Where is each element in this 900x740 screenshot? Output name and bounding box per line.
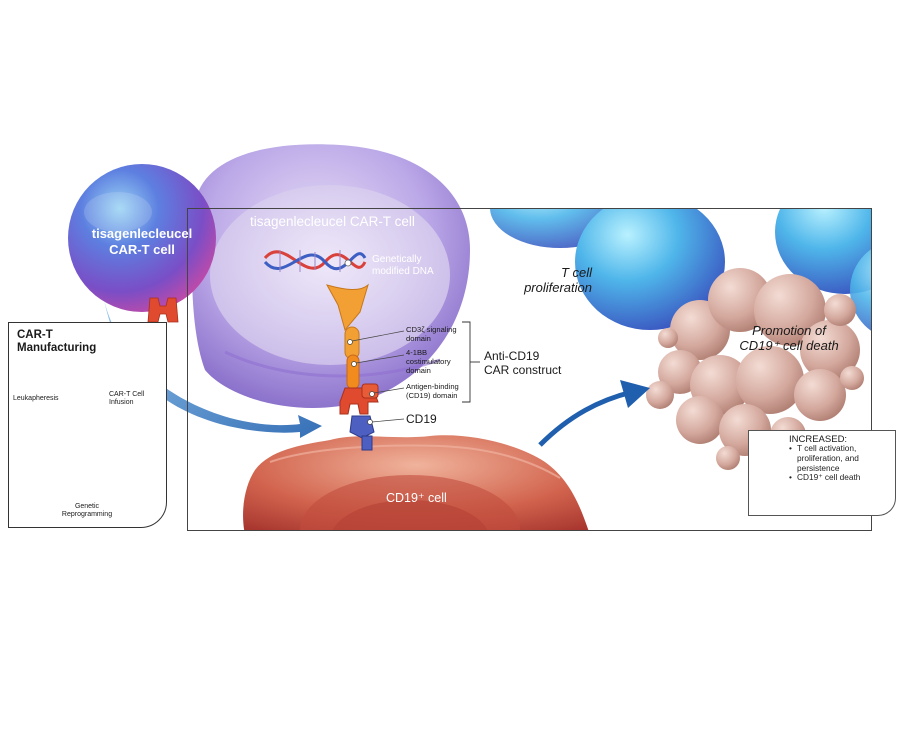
binding-line1: Antigen-binding <box>406 382 459 391</box>
leukapheresis-label: Leukapheresis <box>13 395 59 402</box>
construct-line1: Anti-CD19 <box>484 349 540 363</box>
car-construct-label: Anti-CD19 CAR construct <box>484 349 561 377</box>
target-cell-label: CD19⁺ cell <box>386 491 447 505</box>
increased-list: T cell activation, proliferation, and pe… <box>789 443 893 483</box>
death-line2: CD19⁺ cell death <box>739 338 839 353</box>
reprog-line2: Reprogramming <box>61 511 113 518</box>
reprogramming-label: Genetic Reprogramming <box>57 503 117 519</box>
signaling-line2: domain <box>406 334 431 343</box>
dna-label: Genetically modified DNA <box>372 254 434 278</box>
cd19-label: CD19 <box>406 412 437 426</box>
car-construct <box>339 321 480 451</box>
increased-box: INCREASED: T cell activation, proliferat… <box>748 430 896 516</box>
death-line1: Promotion of <box>752 323 826 338</box>
manufacturing-box: CAR-T Manufacturing Leukapheresis CAR-T … <box>8 322 167 528</box>
infusion-label: CAR-T Cell Infusion <box>109 391 144 407</box>
target-cell <box>243 435 589 530</box>
cart-cell-header: tisagenlecleucel CAR-T cell <box>250 214 415 229</box>
proliferation-line2: proliferation <box>524 280 592 295</box>
mechanism-panel <box>187 208 872 531</box>
cart-cell-label-line2: CAR-T cell <box>109 242 175 257</box>
cart-cell-small <box>68 164 216 323</box>
dna-helix-icon <box>263 250 367 272</box>
proliferation-line1: T cell <box>560 265 592 280</box>
cell-death-label: Promotion of CD19⁺ cell death <box>730 323 848 353</box>
costim-line1: 4-1BB <box>406 348 428 357</box>
dna-label-line2: modified DNA <box>372 266 434 277</box>
cart-cell-large <box>192 144 470 408</box>
increased-item-death: CD19⁺ cell death <box>789 473 893 483</box>
infusion-line1: CAR-T Cell <box>109 391 145 398</box>
expression-arrow-icon <box>325 283 369 332</box>
manufacturing-title-line2: Manufacturing <box>17 342 97 354</box>
manufacturing-title-line1: CAR-T <box>17 329 53 341</box>
signaling-domain-label: CD3ζ signaling domain <box>406 325 457 343</box>
proliferation-arrow <box>538 389 633 447</box>
infusion-line2: Infusion <box>109 399 134 406</box>
costim-line2: costimulatory <box>406 357 451 366</box>
cart-cell-small-label: tisagenlecleucel CAR-T cell <box>88 226 196 258</box>
construct-line2: CAR construct <box>484 363 562 377</box>
proliferation-label: T cell proliferation <box>514 265 592 295</box>
proliferating-t-cells <box>490 209 871 331</box>
cart-cell-label-line1: tisagenlecleucel <box>91 226 193 241</box>
signaling-line1: CD3ζ signaling <box>406 325 457 334</box>
manufacturing-title: CAR-T Manufacturing <box>17 329 96 355</box>
zoom-swoosh-arrow <box>100 275 322 438</box>
costimulatory-domain-label: 4-1BB costimulatory domain <box>406 348 451 375</box>
reprog-line1: Genetic <box>74 503 100 510</box>
dna-label-line1: Genetically <box>372 254 422 265</box>
proliferation-arrowhead <box>620 380 650 408</box>
antigen-binding-domain-label: Antigen-binding (CD19) domain <box>406 382 459 400</box>
increased-item-activation: T cell activation, proliferation, and pe… <box>789 443 893 473</box>
binding-line2: (CD19) domain <box>406 391 458 400</box>
increased-title: INCREASED: <box>789 434 848 445</box>
costim-line3: domain <box>406 366 431 375</box>
